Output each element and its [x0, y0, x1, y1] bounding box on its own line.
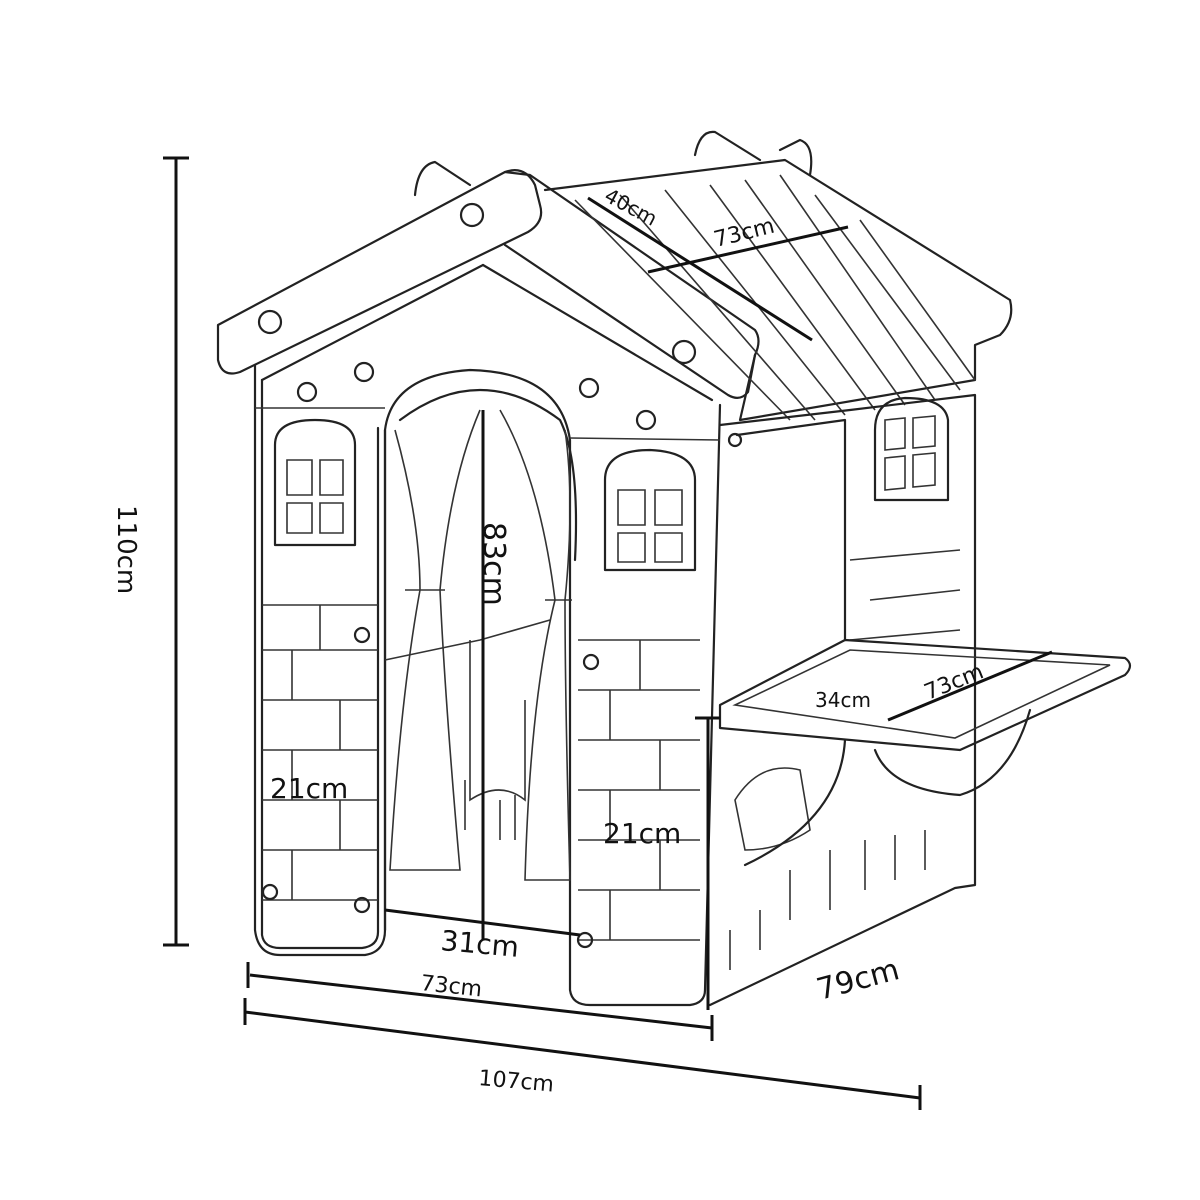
label-door-31cm: 31cm [439, 924, 520, 964]
dimension-lines [163, 156, 1053, 1110]
label-right-21cm: 21cm [603, 817, 681, 850]
label-left-21cm: 21cm [270, 772, 348, 805]
shelf [718, 638, 1132, 867]
height-110-line [163, 156, 189, 947]
side-wall [464, 393, 977, 1007]
door-curtains [383, 388, 578, 932]
front-wall [253, 263, 722, 1007]
label-front-73cm: 73cm [419, 971, 483, 1002]
front-roof [216, 160, 760, 399]
label-side-79cm: 79cm [813, 952, 903, 1008]
label-83cm: 83cm [476, 522, 511, 606]
label-total-107cm: 107cm [477, 1066, 554, 1097]
side-roof [543, 130, 1013, 422]
label-shelf-34cm: 34cm [815, 688, 871, 712]
label-roof-73cm: 73cm [711, 214, 777, 253]
label-shelf-73cm: 73cm [921, 659, 987, 705]
label-110cm: 110cm [111, 505, 141, 594]
